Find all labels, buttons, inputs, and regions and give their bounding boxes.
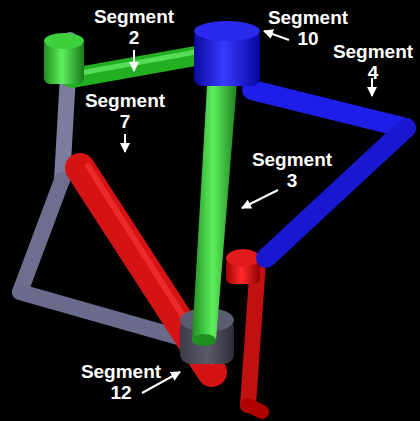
leader-arrow [133,50,135,71]
part-label: Segment 2 [94,6,174,48]
part-label: Segment 7 [85,90,165,132]
blue-cylinder [194,21,260,86]
leader-arrow [124,134,126,152]
leader-arrows [125,31,372,393]
blue-link [252,90,406,258]
part-label: Segment 3 [252,149,332,191]
leader-arrow [242,190,278,208]
part-label: Segment 12 [81,361,161,403]
leader-arrow [264,31,289,40]
part-label: Segment 4 [333,41,413,83]
